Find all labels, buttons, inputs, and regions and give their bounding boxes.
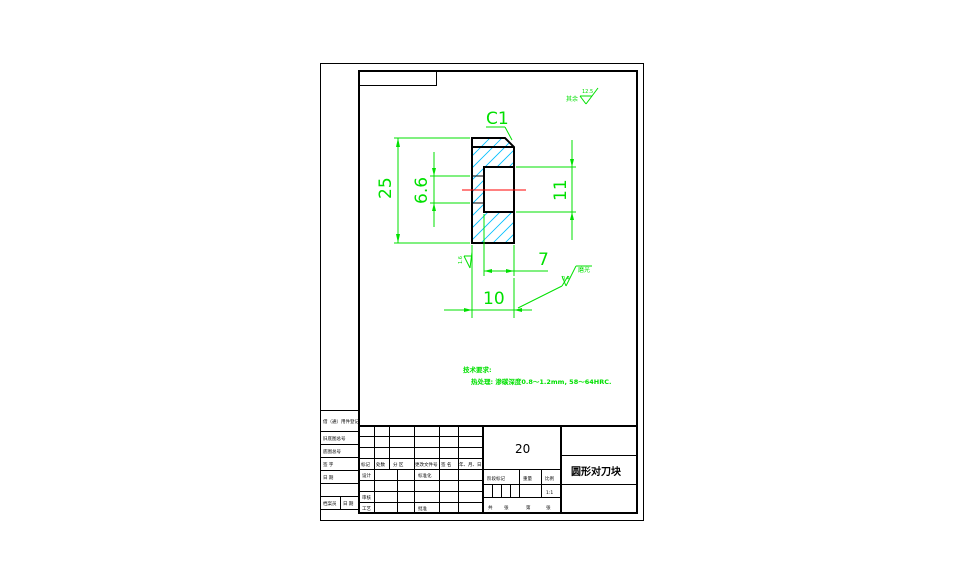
dim-bore: 6.6 bbox=[412, 152, 470, 227]
part-outline bbox=[471, 137, 515, 244]
rev-header-date: 年、月、日 bbox=[459, 461, 482, 468]
sheet-no-label: 第 bbox=[526, 504, 531, 511]
dim-overall-height: 25 bbox=[376, 137, 470, 244]
dim-10-label: 10 bbox=[483, 289, 505, 309]
sheet-no-unit: 张 bbox=[546, 504, 551, 511]
stamp-row4: 签 字 bbox=[323, 461, 334, 468]
dim-11-label: 11 bbox=[551, 179, 571, 201]
sheet-total-label: 共 bbox=[488, 504, 493, 511]
dim-counterbore: 11 bbox=[516, 140, 576, 240]
rev-header-mark: 标记 bbox=[361, 461, 370, 468]
dim-7-label: 7 bbox=[538, 250, 549, 270]
tech-req-heading: 技术要求: bbox=[463, 365, 492, 374]
section-hatching bbox=[472, 138, 514, 243]
roughness-side-value: 1.6 bbox=[458, 256, 464, 264]
corner-code-box bbox=[359, 71, 437, 86]
roughness-other: 其余 12.5 bbox=[566, 87, 599, 105]
stamp-row5: 日 期 bbox=[323, 475, 334, 481]
scale-value: 1:1 bbox=[546, 490, 553, 496]
process-label: 工艺 bbox=[362, 506, 371, 512]
dim-overall-width: 10 bbox=[444, 245, 532, 318]
rev-header-doc: 更改文件号 bbox=[415, 461, 438, 468]
roughness-top-label: 磨光 bbox=[578, 266, 590, 274]
standardization-label: 标准化 bbox=[418, 472, 432, 479]
stamp-row6: 档案员 bbox=[323, 500, 337, 507]
scale-label: 比例 bbox=[545, 475, 554, 482]
stamp-row3: 底图总号 bbox=[323, 448, 341, 455]
sheet-outer-border bbox=[320, 63, 644, 521]
approve-label: 批准 bbox=[418, 505, 427, 512]
design-label: 设计 bbox=[362, 472, 371, 479]
roughness-top-face: 0.4 磨光 bbox=[517, 265, 592, 309]
rev-header-sign: 签 名 bbox=[441, 461, 451, 468]
weight-label: 重量 bbox=[523, 475, 532, 482]
technical-requirements: 技术要求: 热处理: 渗碳深度0.8～1.2mm, 58～64HRC. bbox=[463, 365, 611, 386]
rev-header-zone: 分 区 bbox=[393, 461, 404, 468]
dim-counterbore-depth: 7 bbox=[483, 214, 549, 276]
stamp-row6b: 日 期 bbox=[343, 501, 354, 507]
roughness-other-label: 其余 bbox=[566, 95, 578, 103]
roughness-side: 1.6 bbox=[458, 251, 473, 269]
stamp-row2: 旧底图总号 bbox=[323, 435, 346, 442]
sheet-inner-frame bbox=[358, 70, 638, 514]
stage-mark-label: 阶段标记 bbox=[487, 475, 505, 482]
part-name: 圆形对刀块 bbox=[571, 465, 622, 478]
roughness-other-value: 12.5 bbox=[582, 89, 593, 95]
rev-header-count: 处数 bbox=[376, 461, 385, 468]
material-value: 20 bbox=[515, 442, 530, 456]
sheet-total-unit: 张 bbox=[504, 504, 509, 511]
dim-25-label: 25 bbox=[376, 177, 396, 199]
title-block: 20 圆形对刀块 标记 处数 分 区 更改文件号 签 名 年、月、日 设计 标准… bbox=[359, 425, 637, 513]
dim-6-6-label: 6.6 bbox=[412, 177, 432, 204]
stamp-row1: 借（通）用件登记 bbox=[323, 418, 359, 425]
tech-req-line1: 热处理: 渗碳深度0.8～1.2mm, 58～64HRC. bbox=[471, 377, 611, 386]
review-label: 审核 bbox=[362, 494, 371, 501]
roughness-top-value: 0.4 bbox=[562, 276, 570, 282]
part-section-view bbox=[462, 137, 526, 244]
chamfer-callout: C1 bbox=[486, 109, 513, 141]
chamfer-label: C1 bbox=[486, 109, 509, 129]
side-stamp-column: 借（通）用件登记 旧底图总号 底图总号 签 字 日 期 档案员 日 期 bbox=[320, 410, 359, 510]
